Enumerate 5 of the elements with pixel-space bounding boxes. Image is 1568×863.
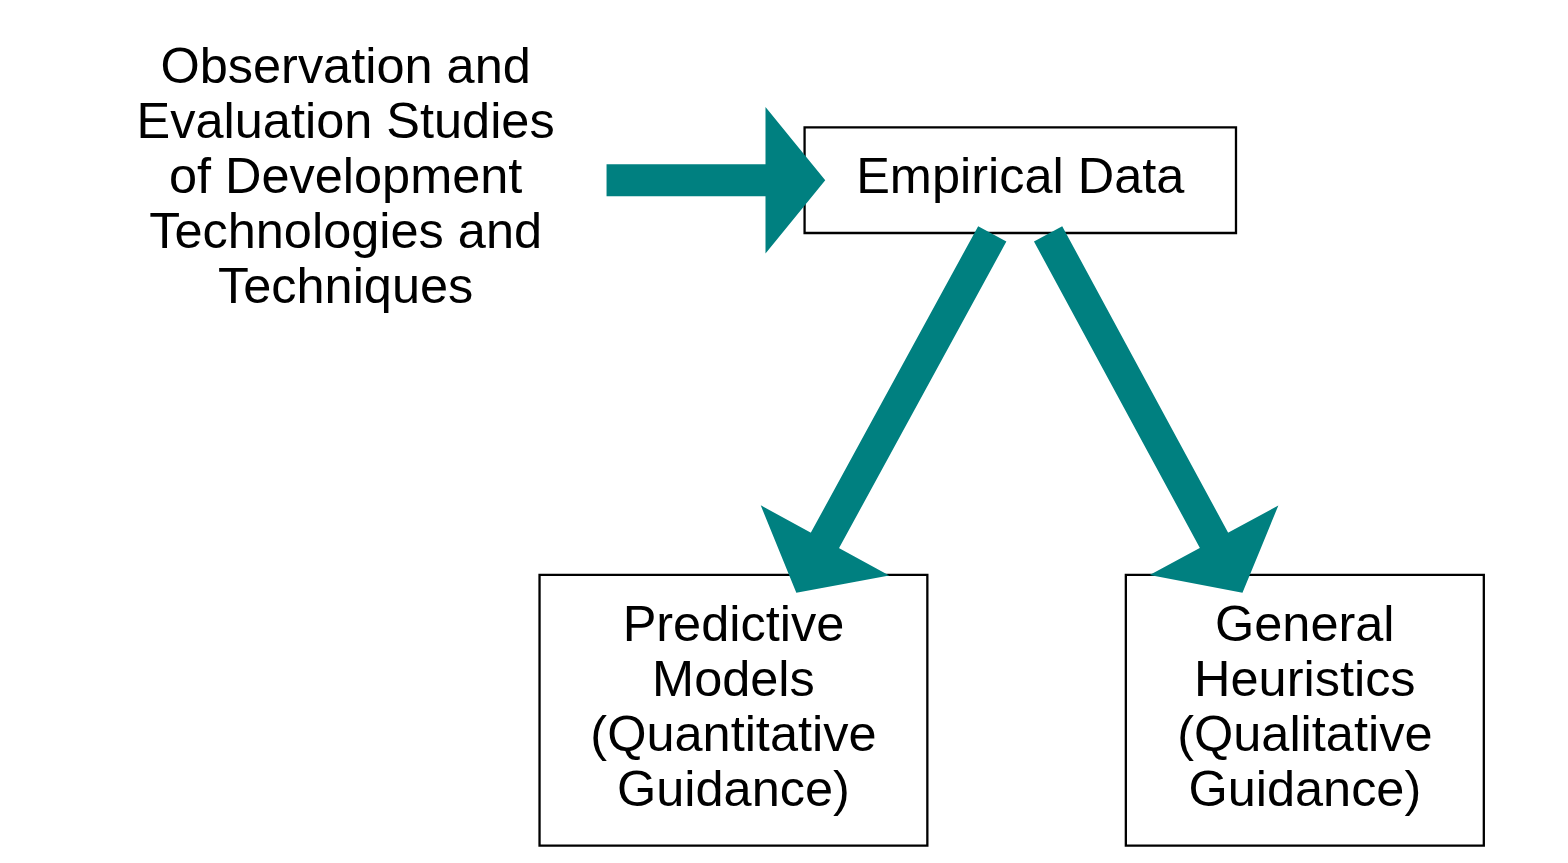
- node-box: Empirical Data: [802, 126, 1237, 235]
- node-text: Observation and Evaluation Studies of Development Technologies and Techniques: [136, 36, 555, 315]
- node-box: General Heuristics (Qualitative Guidance): [1124, 573, 1485, 847]
- arrow: [606, 107, 825, 254]
- node-box: Predictive Models (Quantitative Guidance): [537, 573, 928, 847]
